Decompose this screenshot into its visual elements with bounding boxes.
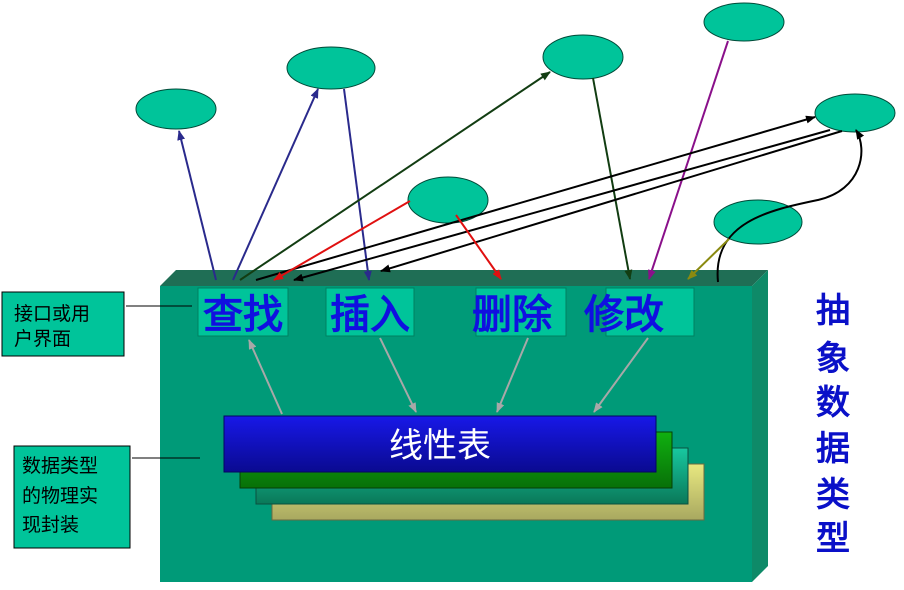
client-ellipse-3: [542, 34, 624, 80]
physical-label-box: [13, 445, 131, 549]
linear-table-label: 线性表: [389, 426, 491, 466]
client-arrows: [177, 40, 865, 283]
vertical-title-char-3: 数: [816, 383, 850, 423]
client-ellipse-1: [135, 88, 217, 130]
client-ellipses: [135, 2, 896, 245]
arrow-find-to-client-5: [255, 115, 816, 281]
op-modify-button[interactable]: 修改: [584, 287, 695, 338]
physical-label-line-3: 现封装: [22, 514, 79, 536]
interface-label-box: [1, 291, 125, 357]
operation-buttons: 查找 插入 删除 修改: [197, 287, 695, 338]
op-insert-button[interactable]: 插入: [325, 287, 415, 338]
physical-label-line-1: 数据类型: [22, 455, 98, 477]
client-ellipse-2: [286, 46, 376, 90]
client-ellipse-7: [713, 199, 803, 245]
op-insert-label: 插入: [330, 292, 410, 338]
client-ellipse-4: [703, 2, 785, 42]
vertical-title-char-6: 型: [816, 519, 850, 559]
op-find-bg: [197, 287, 289, 337]
interface-label-line-1: 接口或用: [14, 303, 90, 325]
arrow-client-5-to-insert: [380, 130, 843, 273]
linear-table-stack: 线性表: [223, 415, 705, 521]
vertical-title-char-4: 据: [816, 429, 850, 469]
vertical-title-char-1: 抽: [816, 291, 850, 331]
arrow-client-6-to-find: [273, 200, 411, 281]
arrow-client-3-to-modify: [592, 77, 633, 280]
connector-insert-to-core: [379, 337, 417, 413]
op-find-button[interactable]: 查找: [197, 287, 289, 338]
internal-connectors: [248, 337, 649, 415]
op-modify-bg: [605, 287, 695, 337]
connector-modify-to-core: [593, 337, 649, 413]
connector-delete-to-core: [496, 337, 529, 413]
linear-table-block: [223, 415, 657, 473]
arrow-client-6-to-delete: [455, 214, 502, 280]
arrow-find-to-client-1: [177, 130, 217, 281]
op-insert-bg: [325, 287, 415, 337]
adt-box-side: [752, 270, 768, 582]
vertical-title: 抽 象 数 据 类 型: [816, 291, 850, 559]
interface-label-line-2: 户界面: [14, 328, 71, 350]
physical-label-group: 数据类型 的物理实 现封装: [13, 445, 200, 549]
arrow-find-to-client-2: [232, 88, 319, 281]
op-delete-label: 删除: [472, 292, 553, 338]
arrow-find-to-client-3: [239, 71, 551, 281]
interface-label-group: 接口或用 户界面: [1, 291, 192, 357]
arrow-client-5-to-find: [293, 129, 831, 282]
physical-label-line-2: 的物理实: [22, 485, 98, 507]
arrow-client-7-to-modify: [687, 238, 730, 280]
arrow-client-4-to-modify: [648, 40, 729, 280]
vertical-title-char-5: 类: [816, 475, 850, 515]
client-ellipse-5: [814, 93, 896, 133]
vertical-title-char-2: 象: [816, 339, 850, 379]
op-delete-bg: [475, 287, 567, 337]
op-modify-label: 修改: [584, 292, 664, 338]
connector-core-to-find: [248, 339, 283, 415]
op-find-label: 查找: [203, 292, 283, 338]
op-delete-button[interactable]: 删除: [472, 287, 567, 338]
